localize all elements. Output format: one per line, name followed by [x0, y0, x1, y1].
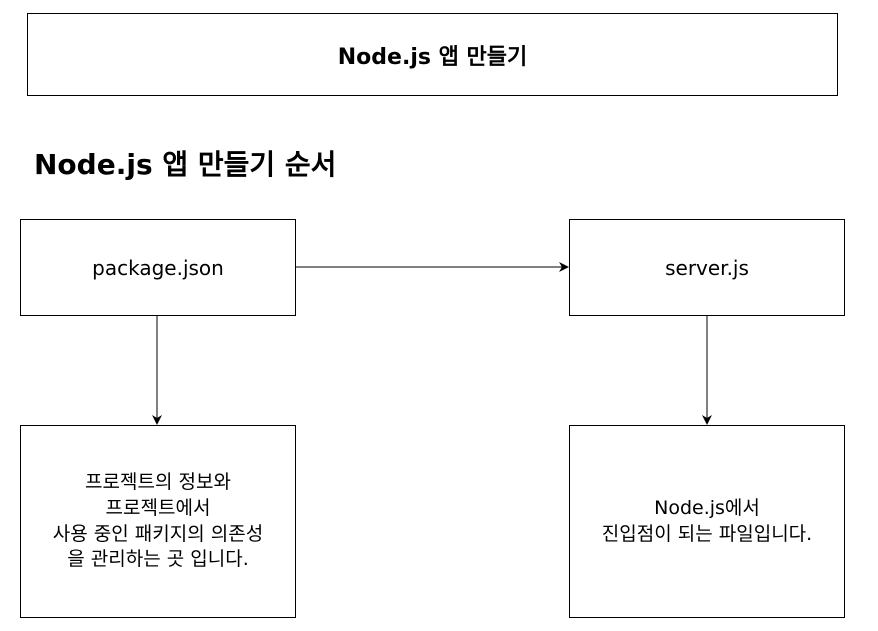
server-js-description-node: Node.js에서 진입점이 되는 파일입니다.	[569, 425, 845, 618]
server-js-description: Node.js에서 진입점이 되는 파일입니다.	[602, 496, 812, 548]
description-line: 진입점이 되는 파일입니다.	[601, 522, 813, 545]
diagram-title: Node.js 앱 만들기	[337, 44, 528, 70]
server-js-node: server.js	[569, 219, 845, 316]
package-json-description-node: 프로젝트의 정보와 프로젝트에서 사용 중인 패키지의 의존성 을 관리하는 곳…	[20, 425, 296, 618]
package-json-label: package.json	[92, 255, 224, 280]
description-line: 프로젝트에서	[105, 496, 211, 519]
description-line: Node.js에서	[654, 496, 760, 519]
section-heading: Node.js 앱 만들기 순서	[34, 148, 337, 181]
package-json-node: package.json	[20, 219, 296, 316]
description-line: 프로젝트의 정보와	[85, 470, 231, 493]
title-box: Node.js 앱 만들기	[27, 13, 838, 96]
package-json-description: 프로젝트의 정보와 프로젝트에서 사용 중인 패키지의 의존성 을 관리하는 곳…	[53, 470, 263, 573]
description-line: 을 관리하는 곳 입니다.	[67, 548, 249, 571]
description-line: 사용 중인 패키지의 의존성	[52, 522, 264, 545]
server-js-label: server.js	[665, 255, 749, 280]
